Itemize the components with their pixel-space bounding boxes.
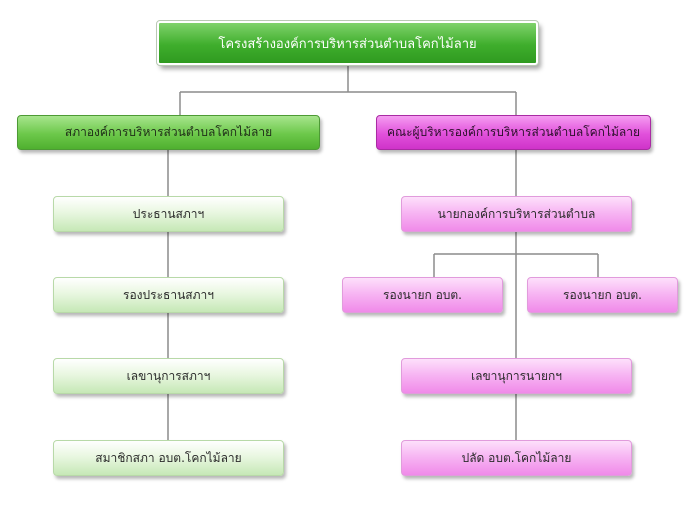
deputy-mayor-1-label: รองนายก อบต. — [383, 287, 462, 302]
council-members-label: สมาชิกสภา อบต.โคกไม้ลาย — [95, 450, 242, 465]
deputy-mayor-1-box[interactable]: รองนายก อบต. — [342, 277, 503, 313]
mayor-label: นายกองค์การบริหารส่วนตำบล — [437, 206, 596, 221]
mayor-secretary-box[interactable]: เลขานุการนายกฯ — [401, 358, 632, 394]
root-box[interactable]: โครงสร้างองค์การบริหารส่วนตำบลโคกไม้ลาย — [156, 20, 539, 66]
council-president-box[interactable]: ประธานสภาฯ — [53, 196, 284, 232]
council-head-box[interactable]: สภาองค์การบริหารส่วนตำบลโคกไม้ลาย — [17, 115, 320, 150]
chief-administrator-box[interactable]: ปลัด อบต.โคกไม้ลาย — [401, 440, 632, 476]
mayor-secretary-label: เลขานุการนายกฯ — [470, 368, 563, 383]
chief-administrator-label: ปลัด อบต.โคกไม้ลาย — [461, 450, 572, 465]
executive-head-label: คณะผู้บริหารองค์การบริหารส่วนตำบลโคกไม้ล… — [386, 125, 641, 139]
council-vice-president-label: รองประธานสภาฯ — [123, 287, 214, 302]
council-president-label: ประธานสภาฯ — [132, 206, 205, 221]
deputy-mayor-2-box[interactable]: รองนายก อบต. — [527, 277, 678, 313]
deputy-mayor-2-label: รองนายก อบต. — [563, 287, 642, 302]
council-secretary-label: เลขานุการสภาฯ — [126, 368, 211, 383]
council-head-label: สภาองค์การบริหารส่วนตำบลโคกไม้ลาย — [64, 125, 273, 139]
council-members-box[interactable]: สมาชิกสภา อบต.โคกไม้ลาย — [53, 440, 284, 476]
mayor-box[interactable]: นายกองค์การบริหารส่วนตำบล — [401, 196, 632, 232]
council-vice-president-box[interactable]: รองประธานสภาฯ — [53, 277, 284, 313]
executive-head-box[interactable]: คณะผู้บริหารองค์การบริหารส่วนตำบลโคกไม้ล… — [376, 115, 651, 150]
council-secretary-box[interactable]: เลขานุการสภาฯ — [53, 358, 284, 394]
root-label: โครงสร้างองค์การบริหารส่วนตำบลโคกไม้ลาย — [218, 36, 477, 52]
